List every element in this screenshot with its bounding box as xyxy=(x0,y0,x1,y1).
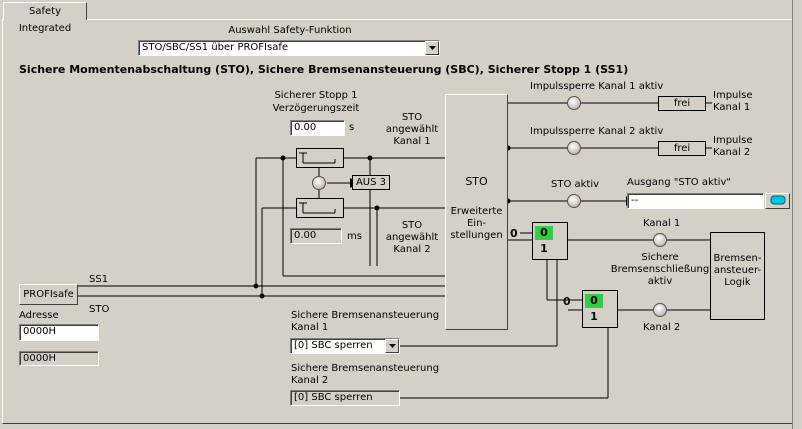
pulse-ch2-lamp xyxy=(567,141,581,155)
sto-block-subtitle: Erweiterte Ein- stellungen xyxy=(446,206,507,242)
pulse-ch2-out2: Kanal 2 xyxy=(713,147,751,158)
connector-icon xyxy=(770,195,785,205)
sbc-ch2-value: [0] SBC sperren xyxy=(294,392,373,403)
address-readout-value: 0000H xyxy=(23,353,56,364)
ss1-actual-readout: 0.00 xyxy=(290,228,342,244)
mux1-top: 0 xyxy=(535,226,553,240)
sto-switch-ch2 xyxy=(296,198,344,218)
pulse-ch2-label: Impulssperre Kanal 2 aktiv xyxy=(530,126,664,137)
pulse-ch1-label: Impulssperre Kanal 1 aktiv xyxy=(530,81,664,92)
ss1-label: Sicherer Stopp 1 xyxy=(274,90,358,101)
sto-signal-label: STO xyxy=(89,304,110,315)
mux2-top: 0 xyxy=(585,294,603,308)
brake-closing-1: Sichere xyxy=(641,252,679,263)
sto-sel1-line3: Kanal 1 xyxy=(393,136,431,147)
sbc-ch1-value: [0] SBC sperren xyxy=(294,340,373,351)
pulse-ch2-out1: Impulse xyxy=(713,135,753,146)
pulse-ch1-out2: Kanal 1 xyxy=(713,102,751,113)
sto-output-field[interactable]: -- xyxy=(627,193,764,209)
brake-logic-2: ansteuer- xyxy=(713,265,762,276)
mux2-zero-label: 0 xyxy=(563,295,571,308)
sbc-ch1-label-1: Sichere Bremsenansteuerung xyxy=(291,310,440,321)
pulse-ch2-status: frei xyxy=(658,141,706,156)
ss1-delay-input[interactable]: 0.00 xyxy=(290,120,345,136)
sto-output-connect-button[interactable] xyxy=(765,193,790,209)
mux2-bottom: 1 xyxy=(585,310,603,324)
sto-selected-ch2-label: STO angewählt Kanal 2 xyxy=(382,220,442,256)
sbc-ch2-readout: [0] SBC sperren xyxy=(290,390,400,406)
ss1-actual-value: 0.00 xyxy=(294,230,317,241)
page-title: Sichere Momentenabschaltung (STO), Siche… xyxy=(19,63,629,76)
brake-kanal1-label: Kanal 1 xyxy=(643,218,681,229)
address-value: 0000H xyxy=(23,326,56,337)
chevron-down-icon[interactable] xyxy=(385,339,399,353)
sto-block-sub3: stellungen xyxy=(450,230,503,241)
sbc-ch1-select[interactable]: [0] SBC sperren xyxy=(290,338,400,354)
brake-kanal2-label: Kanal 2 xyxy=(643,322,681,333)
brake-closing-3: aktiv xyxy=(647,276,673,287)
brake-logic-3: Logik xyxy=(724,277,751,288)
brake-logic-1: Bremsen- xyxy=(713,253,762,264)
brake-ch1-lamp xyxy=(653,233,667,247)
ss1-delay-unit: s xyxy=(349,122,355,133)
sto-switch-ch1 xyxy=(296,148,344,168)
scrollbar[interactable] xyxy=(792,0,802,429)
brake-closing-label: Sichere Bremsenschließung aktiv xyxy=(605,252,715,288)
sto-block-sub2: Ein- xyxy=(466,218,487,229)
sto-sel2-line1: STO xyxy=(401,220,423,231)
profisafe-button[interactable]: PROFIsafe xyxy=(19,284,78,305)
sto-sel1-line2: angewählt xyxy=(385,124,439,135)
safety-function-value: STO/SBC/SS1 über PROFIsafe xyxy=(142,42,289,53)
sbc-ch2-label-2: Kanal 2 xyxy=(291,375,329,386)
address-readout: 0000H xyxy=(19,351,99,366)
address-label: Adresse xyxy=(19,310,59,321)
tab-label: Safety Integrated xyxy=(18,6,72,34)
brake-ch2-lamp xyxy=(653,303,667,317)
sto-output-value: -- xyxy=(631,195,639,206)
sto-extended-settings-button[interactable]: STO Erweiterte Ein- stellungen xyxy=(445,94,508,330)
sto-active-lamp xyxy=(567,194,581,208)
brake-mux-ch2: 0 1 xyxy=(582,290,618,328)
ss1-signal-label: SS1 xyxy=(89,274,109,285)
sbc-ch2-label: Sichere Bremsenansteuerung Kanal 2 xyxy=(291,363,439,387)
ss1-status-lamp xyxy=(312,176,326,190)
sto-output-label: Ausgang "STO aktiv" xyxy=(627,177,731,188)
sto-active-label: STO aktiv xyxy=(551,179,600,190)
brake-logic-block: Bremsen- ansteuer- Logik xyxy=(710,232,765,320)
pulse-ch1-status: frei xyxy=(658,96,706,111)
tab-safety-integrated[interactable]: Safety Integrated xyxy=(3,2,87,34)
safety-function-select[interactable]: STO/SBC/SS1 über PROFIsafe xyxy=(138,40,440,56)
pulse-ch1-output: Impulse Kanal 1 xyxy=(713,90,753,114)
sto-block-sub1: Erweiterte xyxy=(450,206,503,217)
pulse-ch2-output: Impulse Kanal 2 xyxy=(713,135,753,159)
sbc-ch1-label: Sichere Bremsenansteuerung Kanal 1 xyxy=(291,310,439,334)
brake-closing-2: Bremsenschließung xyxy=(610,264,710,275)
aus3-indicator: AUS 3 xyxy=(352,175,390,190)
sbc-ch1-label-2: Kanal 1 xyxy=(291,322,329,333)
sto-sel2-line3: Kanal 2 xyxy=(393,244,431,255)
ss1-sublabel: Verzögerungszeit xyxy=(272,103,360,114)
chevron-down-icon[interactable] xyxy=(425,41,439,55)
sto-block-title: STO xyxy=(465,175,488,188)
pulse-ch1-lamp xyxy=(567,96,581,110)
address-input[interactable]: 0000H xyxy=(19,324,99,341)
mux1-zero-label: 0 xyxy=(510,227,518,240)
sto-selected-ch1-label: STO angewählt Kanal 1 xyxy=(382,112,442,148)
ss1-actual-unit: ms xyxy=(347,231,362,242)
ss1-delay-value: 0.00 xyxy=(294,122,317,133)
sbc-ch2-label-1: Sichere Bremsenansteuerung xyxy=(291,363,440,374)
safety-function-label: Auswahl Safety-Funktion xyxy=(228,25,352,36)
sto-sel2-line2: angewählt xyxy=(385,232,439,243)
brake-mux-ch1: 0 1 xyxy=(532,222,568,260)
mux1-bottom: 1 xyxy=(535,242,553,256)
sto-sel1-line1: STO xyxy=(401,112,423,123)
pulse-ch1-out1: Impulse xyxy=(713,90,753,101)
